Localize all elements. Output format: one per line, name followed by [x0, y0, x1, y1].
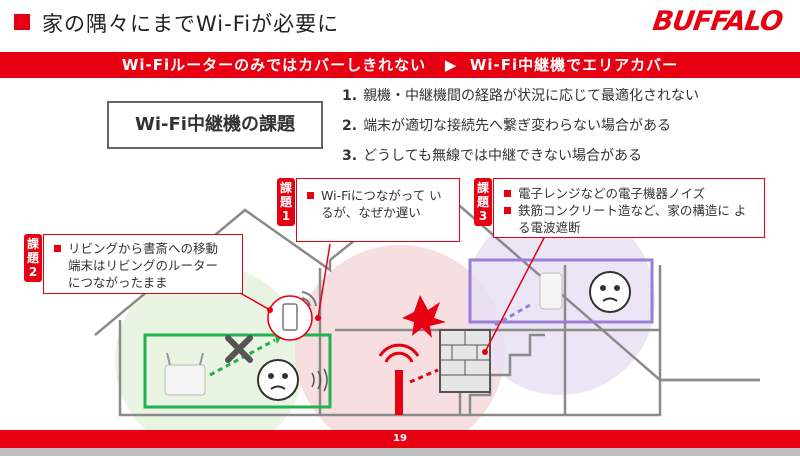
footer-bar: 19: [0, 430, 800, 448]
callout-1-line: Wi-Fiにつながって いるが、なぜか遅い: [305, 187, 451, 221]
banner-arrow-icon: ▶: [444, 56, 458, 74]
title-bar: 家の隅々にまでWi-Fiが必要に BUFFALO: [0, 0, 800, 48]
issue-heading-box: Wi-Fi中継機の課題: [107, 101, 323, 149]
callout-issue-1: Wi-Fiにつながって いるが、なぜか遅い: [296, 178, 460, 242]
brand-logo: BUFFALO: [650, 6, 785, 37]
banner-right-text: Wi-Fi中継機でエリアカバー: [469, 56, 679, 74]
study-room-highlight: [143, 333, 332, 409]
noise-burst-icon: [402, 295, 446, 338]
page-number: 19: [393, 433, 407, 444]
router-coverage-area: [115, 265, 305, 430]
extender-signal-arrow: [494, 303, 531, 327]
sound-waves-icon: [311, 368, 328, 392]
brick-wall-icon: [439, 329, 491, 393]
sad-person-icon: [589, 271, 631, 313]
blocked-x-icon: [225, 335, 253, 363]
callout-2-line: リビングから書斎への移動 端末はリビングのルーター につながったまま: [52, 240, 234, 291]
callout-3-line-1: 電子レンジなどの電子機器ノイズ: [502, 185, 756, 202]
issue-item-3: 3.どうしても無線では中継できない場合がある: [342, 148, 642, 164]
title-bullet-icon: [14, 14, 30, 30]
extender-icon: [539, 272, 563, 310]
weak-link-arrow: [209, 338, 276, 377]
banner-left-text: Wi-Fiルーターのみではカバーしきれない: [121, 56, 427, 74]
smartphone-icon: [267, 291, 317, 341]
callout-3-connector: [484, 235, 546, 353]
footer-divider: [0, 448, 800, 456]
callout-1-connector: [317, 243, 331, 319]
issue-item-2: 2.端末が適切な接続先へ繋ぎ変わらない場合がある: [342, 118, 672, 134]
house-illustration: [94, 178, 760, 430]
router-icon: [164, 352, 206, 396]
main-router-icon: [378, 343, 420, 415]
callout-issue-2: リビングから書斎への移動 端末はリビングのルーター につながったまま: [43, 234, 243, 294]
frustrated-person-icon: [257, 359, 299, 401]
upstairs-room-highlight: [468, 258, 654, 324]
issue-item-1: 1.親機・中継機間の経路が状況に応じて最適化されない: [342, 88, 700, 104]
issue-list: 1.親機・中継機間の経路が状況に応じて最適化されない 2.端末が適切な接続先へ繋…: [342, 86, 699, 176]
page-title: 家の隅々にまでWi-Fiが必要に: [42, 12, 340, 36]
headline-banner: Wi-Fiルーターのみではカバーしきれない ▶ Wi-Fi中継機でエリアカバー: [0, 52, 800, 78]
callout-3-line-2: 鉄筋コンクリート造など、家の構造に よる電波遮断: [502, 202, 756, 236]
callout-issue-3: 電子レンジなどの電子機器ノイズ 鉄筋コンクリート造など、家の構造に よる電波遮断: [493, 178, 765, 238]
